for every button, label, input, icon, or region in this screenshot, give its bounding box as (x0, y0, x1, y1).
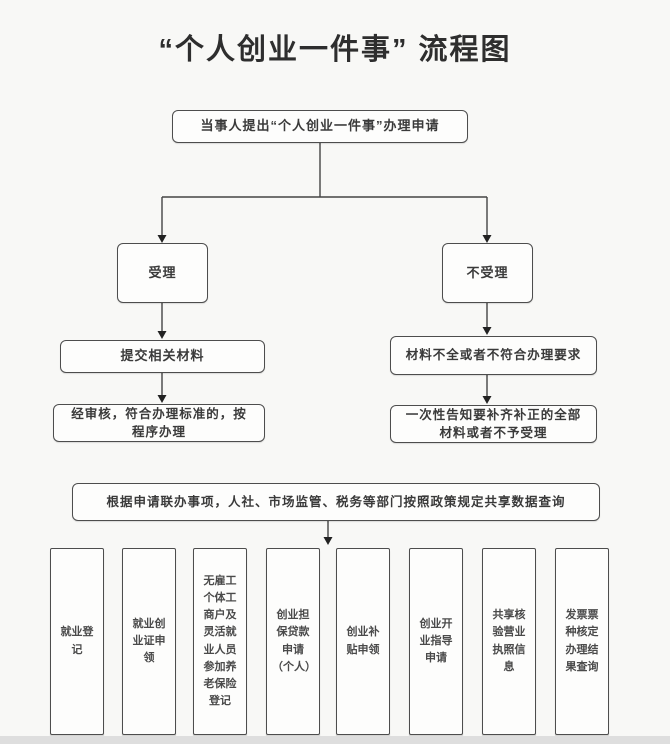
service-license-verification: 共享核验营业执照信息 (482, 548, 536, 735)
service-employment-registration: 就业登记 (50, 548, 104, 735)
service-guaranteed-loan-application: 创业担保贷款申请（个人） (266, 548, 320, 735)
service-startup-guidance: 创业开业指导申请 (409, 548, 463, 735)
service-invoice-type-result-query: 发票票种核定办理结果查询 (555, 548, 609, 735)
service-employment-certificate: 就业创业证申领 (122, 548, 176, 735)
service-boxes-row: 就业登记 就业创业证申领 无雇工个体工商户及灵活就业人员参加养老保险登记 创业担… (0, 548, 670, 735)
node-reject: 不受理 (442, 243, 533, 303)
node-accept: 受理 (117, 243, 208, 303)
node-onetime-notification: 一次性告知要补齐补正的全部材料或者不予受理 (390, 405, 597, 443)
service-startup-subsidy: 创业补贴申领 (336, 548, 390, 735)
node-incomplete-materials: 材料不全或者不符合办理要求 (390, 336, 597, 375)
node-submit-materials: 提交相关材料 (60, 340, 265, 373)
node-review-process: 经审核，符合办理标准的，按程序办理 (53, 404, 265, 442)
bottom-band (0, 736, 670, 744)
service-pension-insurance-registration: 无雇工个体工商户及灵活就业人员参加养老保险登记 (193, 548, 247, 735)
node-start-application: 当事人提出“个人创业一件事”办理申请 (172, 110, 468, 143)
page-title: “个人创业一件事” 流程图 (158, 34, 512, 66)
node-data-sharing: 根据申请联办事项，人社、市场监管、税务等部门按照政策规定共享数据查询 (72, 483, 600, 521)
